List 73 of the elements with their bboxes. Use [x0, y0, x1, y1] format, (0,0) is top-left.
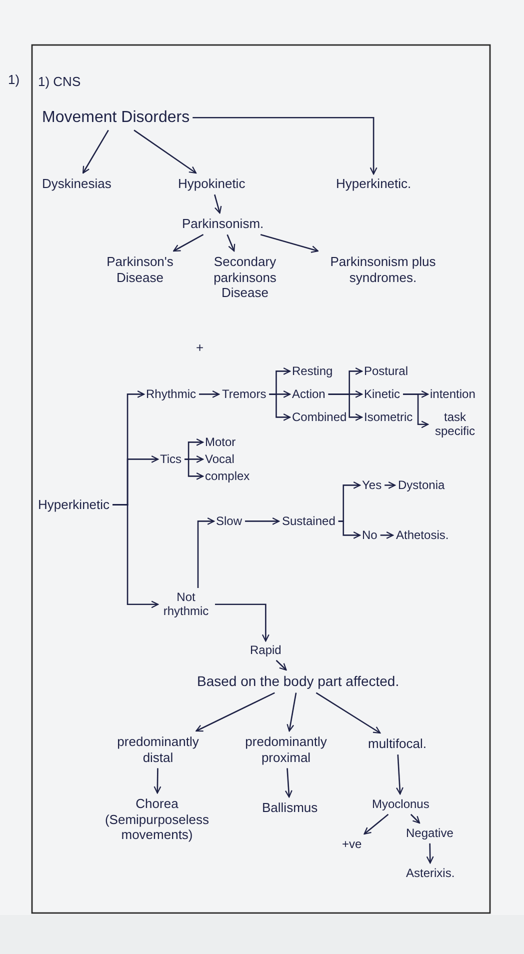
handwritten-note: Postural — [364, 364, 408, 378]
handwritten-note: Tics — [160, 452, 182, 466]
handwritten-note: Action — [292, 387, 326, 402]
arrow — [214, 194, 222, 214]
arrow — [199, 390, 220, 398]
arrow — [276, 660, 287, 671]
handwritten-note: predominantly proximal — [236, 734, 336, 766]
handwritten-note: Negative — [406, 826, 454, 840]
handwritten-note: Myoclonus — [372, 797, 430, 812]
handwritten-note: Dyskinesias — [42, 176, 112, 192]
arrow — [134, 130, 197, 174]
arrow — [338, 520, 361, 539]
handwritten-note: Hyperkinetic — [38, 497, 110, 513]
handwritten-note: Hypokinetic — [178, 176, 246, 192]
handwritten-note: complex — [205, 469, 250, 484]
handwritten-note: Asterixis. — [406, 866, 455, 880]
handwritten-note: Parkinsonism. — [182, 216, 264, 232]
handwritten-note: Tremors — [222, 387, 266, 402]
handwritten-note: Based on the body part affected. — [197, 673, 400, 690]
arrow — [364, 814, 389, 835]
handwritten-note: intention — [430, 387, 476, 402]
arrow — [82, 130, 109, 174]
handwritten-note: + — [196, 340, 204, 355]
arrow — [286, 692, 297, 732]
handwritten-note: 1) — [8, 72, 20, 87]
handwritten-note: task specific — [430, 410, 480, 439]
handwritten-note: Parkinsonism plus syndromes. — [318, 254, 448, 286]
handwritten-note: multifocal. — [368, 736, 427, 752]
handwritten-note: 1) CNS — [38, 74, 81, 89]
handwritten-note: Vocal — [205, 452, 234, 466]
handwritten-note: Rhythmic — [146, 387, 196, 402]
arrow — [410, 814, 420, 824]
arrow — [380, 531, 394, 539]
arrow — [426, 843, 434, 864]
arrow — [245, 517, 280, 525]
handwritten-note: Dystonia — [398, 478, 445, 492]
handwritten-note: Kinetic — [364, 387, 400, 402]
arrow — [154, 768, 162, 794]
handwritten-note: Ballismus — [262, 800, 318, 816]
handwritten-note: Isometric — [364, 410, 413, 424]
handwritten-note: Slow — [216, 514, 242, 528]
handwritten-note: No — [362, 528, 378, 542]
handwritten-note: Hyperkinetic. — [336, 176, 412, 192]
arrow — [112, 504, 159, 608]
handwritten-note: Sustained — [282, 514, 336, 528]
handwritten-note: Secondary parkinsons Disease — [205, 254, 285, 301]
arrow — [284, 768, 292, 798]
handwritten-note: predominantly distal — [108, 734, 208, 766]
arrow — [396, 754, 404, 795]
handwritten-note: Rapid — [250, 643, 282, 658]
handwritten-note: +ve — [342, 837, 362, 852]
handwritten-note: Not rhythmic — [160, 590, 212, 619]
handwritten-note: Movement Disorders — [42, 108, 190, 128]
handwritten-note: Chorea (Semipurposeless movements) — [92, 796, 222, 843]
arrow — [215, 604, 270, 642]
arrow — [403, 394, 429, 428]
handwritten-note: Yes — [362, 478, 382, 492]
handwritten-note: Motor — [205, 435, 236, 450]
arrow — [184, 458, 204, 480]
arrow — [384, 481, 396, 489]
handwritten-note: Combined — [292, 410, 347, 424]
arrow — [192, 116, 378, 175]
arrow — [226, 234, 236, 252]
arrow — [173, 234, 204, 252]
arrow — [197, 517, 215, 588]
handwritten-note: Parkinson's Disease — [100, 254, 180, 286]
arrow — [269, 394, 291, 421]
handwritten-note: Athetosis. — [396, 528, 449, 542]
handwritten-note: Resting — [292, 364, 333, 378]
arrow — [260, 234, 319, 253]
arrow — [328, 394, 363, 421]
arrow — [316, 692, 381, 734]
arrow — [196, 692, 275, 732]
